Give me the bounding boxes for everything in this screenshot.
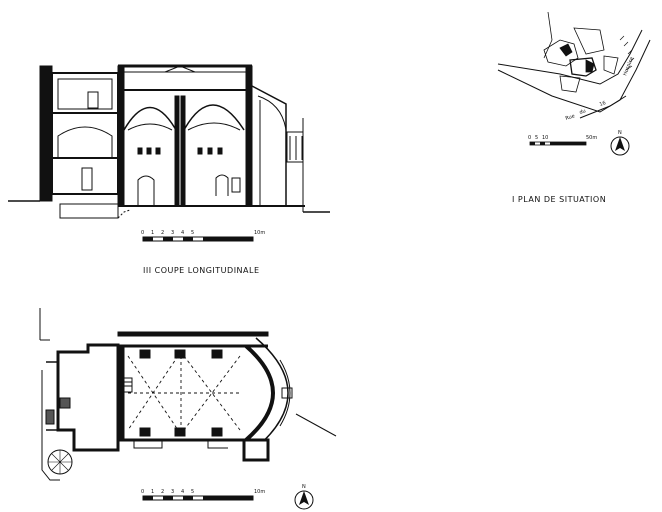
plan-north-arrow-icon	[294, 490, 314, 510]
situation-scale-bar	[529, 141, 587, 146]
section-title: III COUPE LONGITUDINALE	[143, 266, 260, 275]
situation-scale-tick: 5	[535, 135, 538, 141]
street-label-hospice: Hospice	[622, 56, 635, 77]
plan-scale-tick: 5	[191, 489, 194, 495]
situation-scale-end: 50m	[586, 135, 597, 141]
street-label-du: du	[579, 108, 587, 116]
section-scale-tick: 0	[141, 230, 144, 236]
section-scale-end: 10m	[254, 230, 265, 236]
plan-scale-tick: 1	[151, 489, 154, 495]
situation-scale-tick: 10	[542, 135, 548, 141]
plan-scale-tick: 0	[141, 489, 144, 495]
situation-title: I PLAN DE SITUATION	[512, 195, 607, 204]
situation-north-label: N	[618, 130, 622, 136]
section-scale-tick: 4	[181, 230, 184, 236]
plan-north-label: N	[302, 484, 306, 490]
plan-scale-tick: 3	[171, 489, 174, 495]
street-label-16: 16	[599, 100, 607, 108]
section-scale-tick: 1	[151, 230, 154, 236]
plan-scale-tick: 4	[181, 489, 184, 495]
plan-scale-bar	[142, 495, 254, 501]
section-scale-bar	[142, 236, 254, 242]
situation-north-arrow-icon	[610, 136, 630, 156]
plan-scale-tick: 2	[161, 489, 164, 495]
situation-scale-tick: 0	[528, 135, 531, 141]
section-scale-tick: 2	[161, 230, 164, 236]
street-label-rue: Rue	[565, 113, 576, 122]
plan-scale-end: 10m	[254, 489, 265, 495]
section-scale-tick: 3	[171, 230, 174, 236]
section-scale-tick: 5	[191, 230, 194, 236]
